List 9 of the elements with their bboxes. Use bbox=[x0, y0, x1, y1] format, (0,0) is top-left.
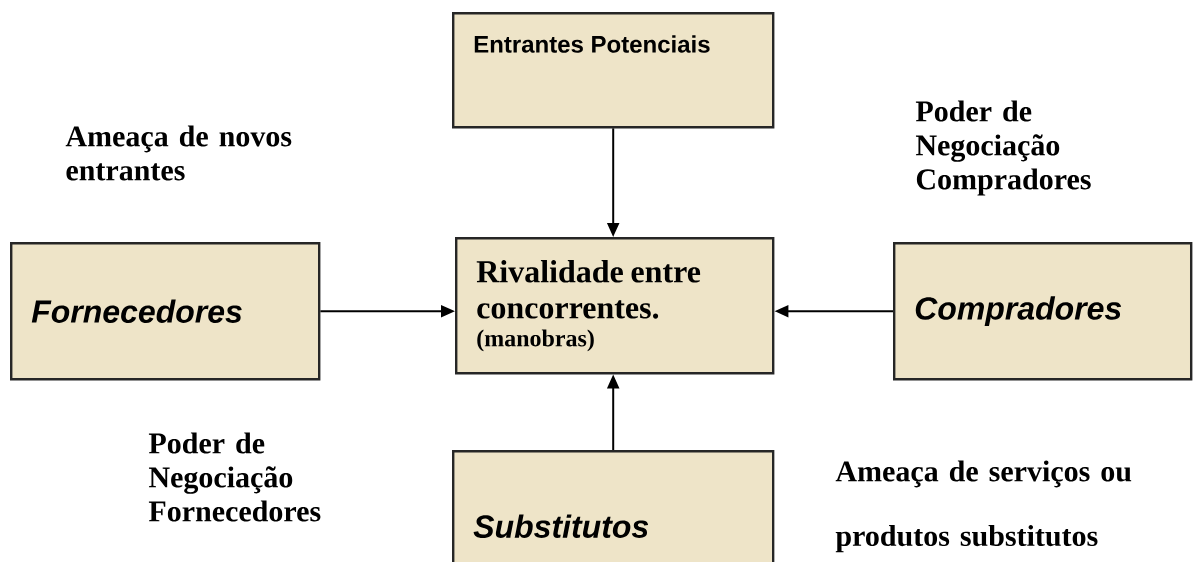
force-label: Ameaça de serviços ou produtos substitutos bbox=[835, 460, 1132, 553]
force-label: Ameaça de novos entrantes bbox=[65, 125, 292, 181]
process-box: Entrantes Potenciais bbox=[452, 12, 775, 129]
process-box: Rivalidade entre concorrentes. (manobras) bbox=[455, 237, 775, 375]
force-label: Poder de Negociação Compradores bbox=[915, 100, 1091, 196]
process-box: Fornecedores bbox=[10, 242, 321, 381]
force-label: Poder de Negociação Fornecedores bbox=[148, 432, 321, 522]
process-box: Compradores bbox=[893, 242, 1193, 381]
process-box: Substitutos bbox=[452, 450, 775, 562]
